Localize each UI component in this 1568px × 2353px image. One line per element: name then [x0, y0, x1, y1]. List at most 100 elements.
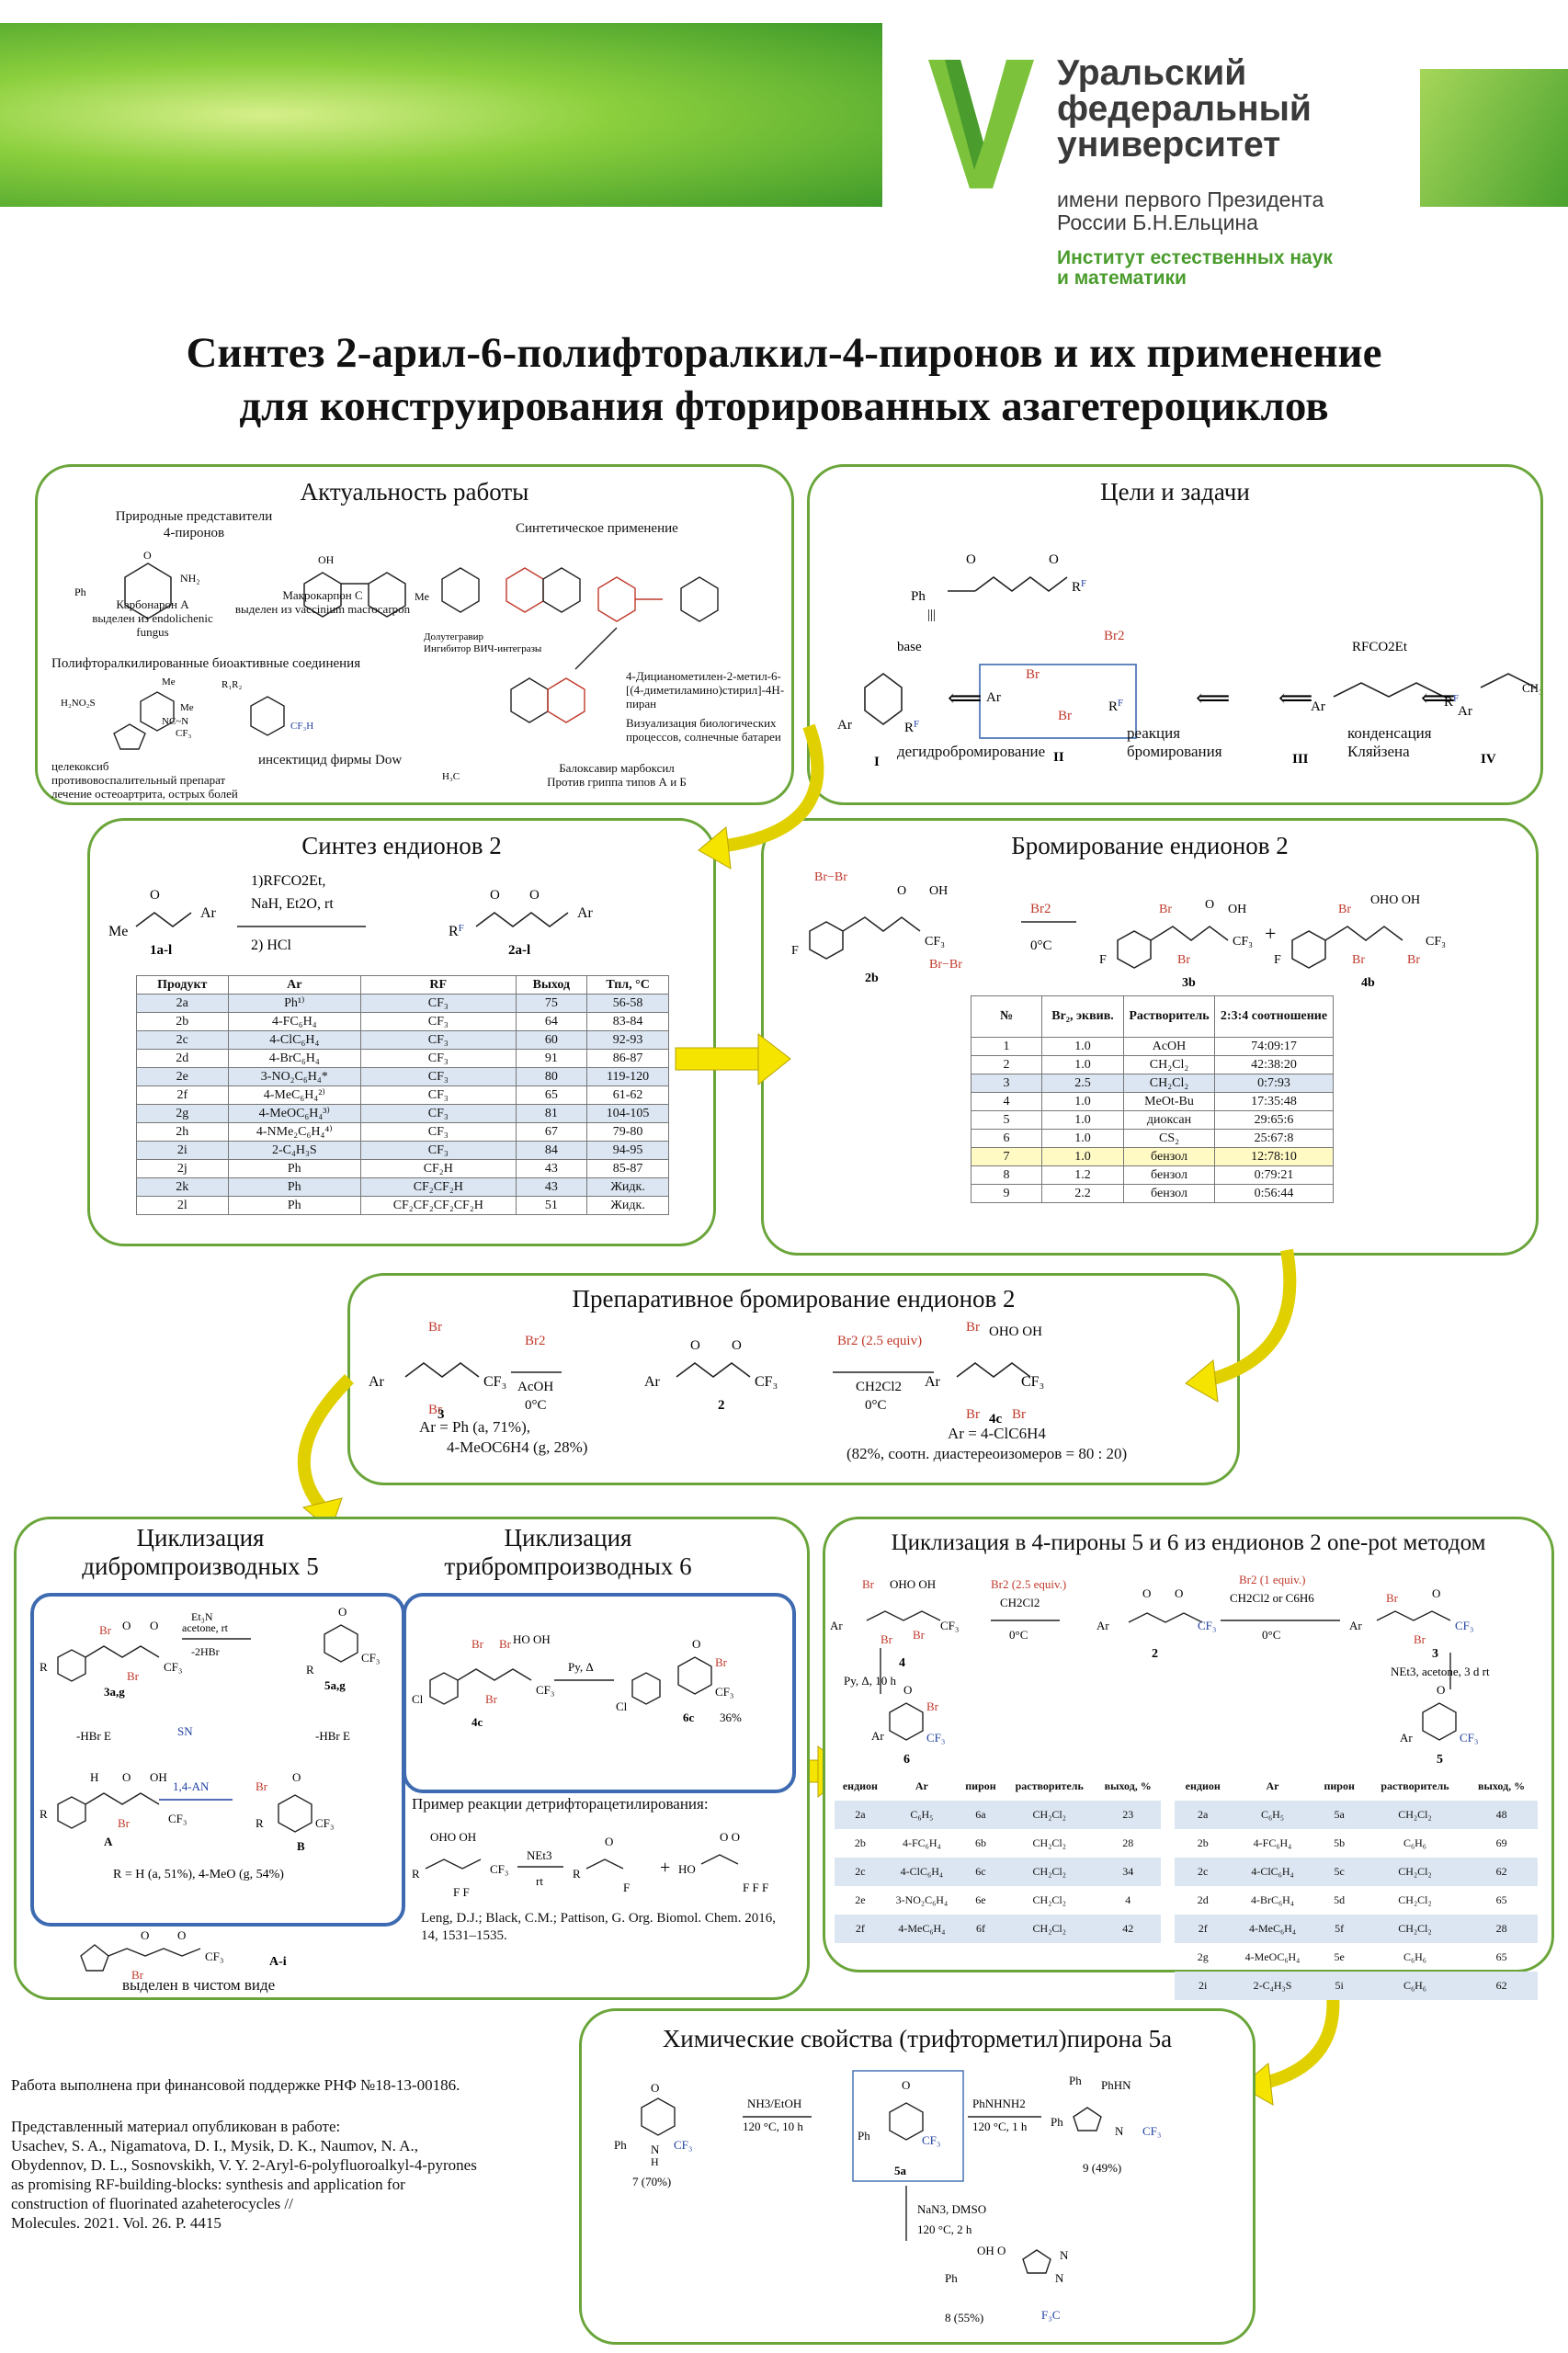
table-cell: 5e: [1334, 1950, 1345, 1963]
table-cell: 65: [1495, 1950, 1507, 1963]
svg-text:Ar: Ar: [830, 1619, 843, 1632]
svg-text:R = H (a, 51%), 4-MeO (g, 54%): R = H (a, 51%), 4-MeO (g, 54%): [113, 1868, 284, 1881]
table-cell: 2c: [1175, 1858, 1232, 1886]
svg-text:Br: Br: [472, 1637, 484, 1651]
svg-text:Br: Br: [1414, 1632, 1426, 1646]
table-cell: Ph: [227, 1196, 362, 1215]
svg-text:HO: HO: [678, 1862, 696, 1876]
svg-text:O: O: [1205, 898, 1214, 912]
svg-text:O: O: [966, 552, 976, 567]
leaf-banner-left: [0, 23, 882, 207]
goals-panel: Цели и задачи O O Ph RF ||| base Br2 RFC…: [807, 464, 1543, 805]
svg-text:Ar: Ar: [644, 1374, 661, 1390]
svg-text:6c: 6c: [683, 1711, 695, 1724]
insecticide-label: инсектицид фирмы Dow: [258, 753, 403, 767]
table-cell: 42: [1095, 1915, 1161, 1943]
table-cell: 3-NO₂C₆H₄: [895, 1893, 949, 1906]
svg-text:CF₃: CF₃: [536, 1683, 554, 1697]
svg-text:B: B: [297, 1839, 305, 1853]
svg-text:CF₃: CF₃: [361, 1651, 380, 1665]
svg-text:R: R: [306, 1663, 314, 1677]
svg-text:NC~N: NC~N: [162, 716, 188, 727]
relevance-title: Актуальность работы: [300, 478, 529, 506]
table-cell: 6a: [957, 1801, 1005, 1829]
svg-text:120 °C, 1 h: 120 °C, 1 h: [972, 2120, 1028, 2133]
table-cell: 51: [515, 1196, 588, 1215]
svg-text:A: A: [104, 1835, 113, 1848]
table-cell: 119-120: [586, 1067, 669, 1086]
svg-text:Br−Br: Br−Br: [929, 958, 962, 972]
table-cell: 2.5: [1041, 1074, 1124, 1093]
svg-text:N: N: [1055, 2271, 1064, 2285]
svg-text:F: F: [623, 1881, 630, 1894]
table-cell: 4-ClC₆H₄: [227, 1030, 362, 1050]
table-cell: 3: [971, 1074, 1042, 1093]
dehydro-label: дегидробромирование: [897, 743, 1046, 760]
svg-text:CH₃: CH₃: [1522, 681, 1540, 695]
table-cell: 7: [971, 1147, 1042, 1166]
svg-text:CH2Cl2: CH2Cl2: [1000, 1596, 1040, 1609]
svg-text:2) HCl: 2) HCl: [251, 938, 292, 953]
svg-text:3b: 3b: [1182, 976, 1196, 990]
table-cell: 60: [515, 1030, 588, 1050]
svg-text:Br: Br: [881, 1632, 893, 1646]
svg-text:5a,g: 5a,g: [324, 1678, 346, 1692]
table-cell: 48: [1465, 1801, 1538, 1829]
svg-text:CF₃H: CF₃H: [290, 721, 313, 732]
table-cell: 4-FC₆H₄: [227, 1012, 362, 1031]
chemistry-panel: Химические свойства (трифторметил)пирона…: [579, 2008, 1256, 2345]
table-cell: CF₃: [360, 994, 517, 1013]
svg-text:O: O: [651, 2081, 659, 2095]
table-cell: CH₂Cl₂: [1123, 1074, 1215, 1093]
svg-text:Me: Me: [180, 702, 194, 713]
prep-ar3-line2: 4-MeOC6H4 (g, 28%): [447, 1438, 588, 1456]
svg-text:Br: Br: [1352, 953, 1365, 967]
svg-text:2: 2: [718, 1398, 725, 1413]
table-cell: 81: [515, 1104, 588, 1123]
table-cell: 2b: [854, 1836, 866, 1849]
svg-text:F: F: [791, 944, 799, 958]
table-cell: CH₂Cl₂: [1398, 1893, 1432, 1906]
svg-text:-2HBr: -2HBr: [191, 1645, 220, 1658]
detrifluoro-scheme: OHO OH R F F CF₃ NEt3 rt R O F + HO O O …: [412, 1830, 768, 1899]
svg-text:Br2 (2.5 equiv.): Br2 (2.5 equiv.): [991, 1577, 1066, 1591]
table-cell: 43: [515, 1159, 588, 1178]
table-cell: 1.0: [1041, 1037, 1124, 1056]
svg-text:Ингибитор ВИЧ-интегразы: Ингибитор ВИЧ-интегразы: [424, 643, 542, 654]
table-cell: 56-58: [586, 994, 669, 1013]
svg-text:120 °C, 10 h: 120 °C, 10 h: [743, 2120, 803, 2133]
table-cell: 2d: [1197, 1893, 1209, 1906]
svg-text:AcOH: AcOH: [517, 1380, 553, 1394]
svg-text:F: F: [1099, 953, 1107, 967]
svg-text:3a,g: 3a,g: [104, 1685, 125, 1699]
svg-text:0°C: 0°C: [1009, 1628, 1028, 1642]
table-cell: 3-NO₂C₆H₄*: [227, 1067, 362, 1086]
svg-text:N: N: [651, 2143, 660, 2156]
svg-text:O: O: [292, 1770, 301, 1784]
svg-text:Ph: Ph: [614, 2138, 627, 2152]
svg-text:NaN3, DMSO: NaN3, DMSO: [917, 2202, 986, 2216]
svg-text:Ar: Ar: [1458, 704, 1472, 719]
cyclization-right-panel: Циклизация в 4-пироны 5 и 6 из ендионов …: [823, 1517, 1554, 2000]
svg-text:Ar: Ar: [871, 1729, 884, 1743]
svg-text:+: +: [660, 1858, 670, 1878]
svg-text:Br: Br: [118, 1816, 131, 1830]
svg-text:7 (70%): 7 (70%): [632, 2175, 671, 2188]
svg-text:Br: Br: [131, 1968, 144, 1982]
svg-text:+: +: [1265, 922, 1276, 945]
table-cell: 92-93: [586, 1030, 669, 1050]
svg-text:R: R: [40, 1807, 48, 1821]
prep-ar4c: Ar = 4-ClC6H4: [948, 1425, 1046, 1442]
onepot-scheme: Br OHO OH Br Br CF₃ Ar 4 Br2 (2.5 equiv.…: [830, 1573, 1490, 1767]
svg-text:O: O: [1175, 1586, 1183, 1600]
svg-text:Ph: Ph: [858, 2129, 870, 2143]
svg-text:Долутегравир: Долутегравир: [424, 631, 484, 642]
